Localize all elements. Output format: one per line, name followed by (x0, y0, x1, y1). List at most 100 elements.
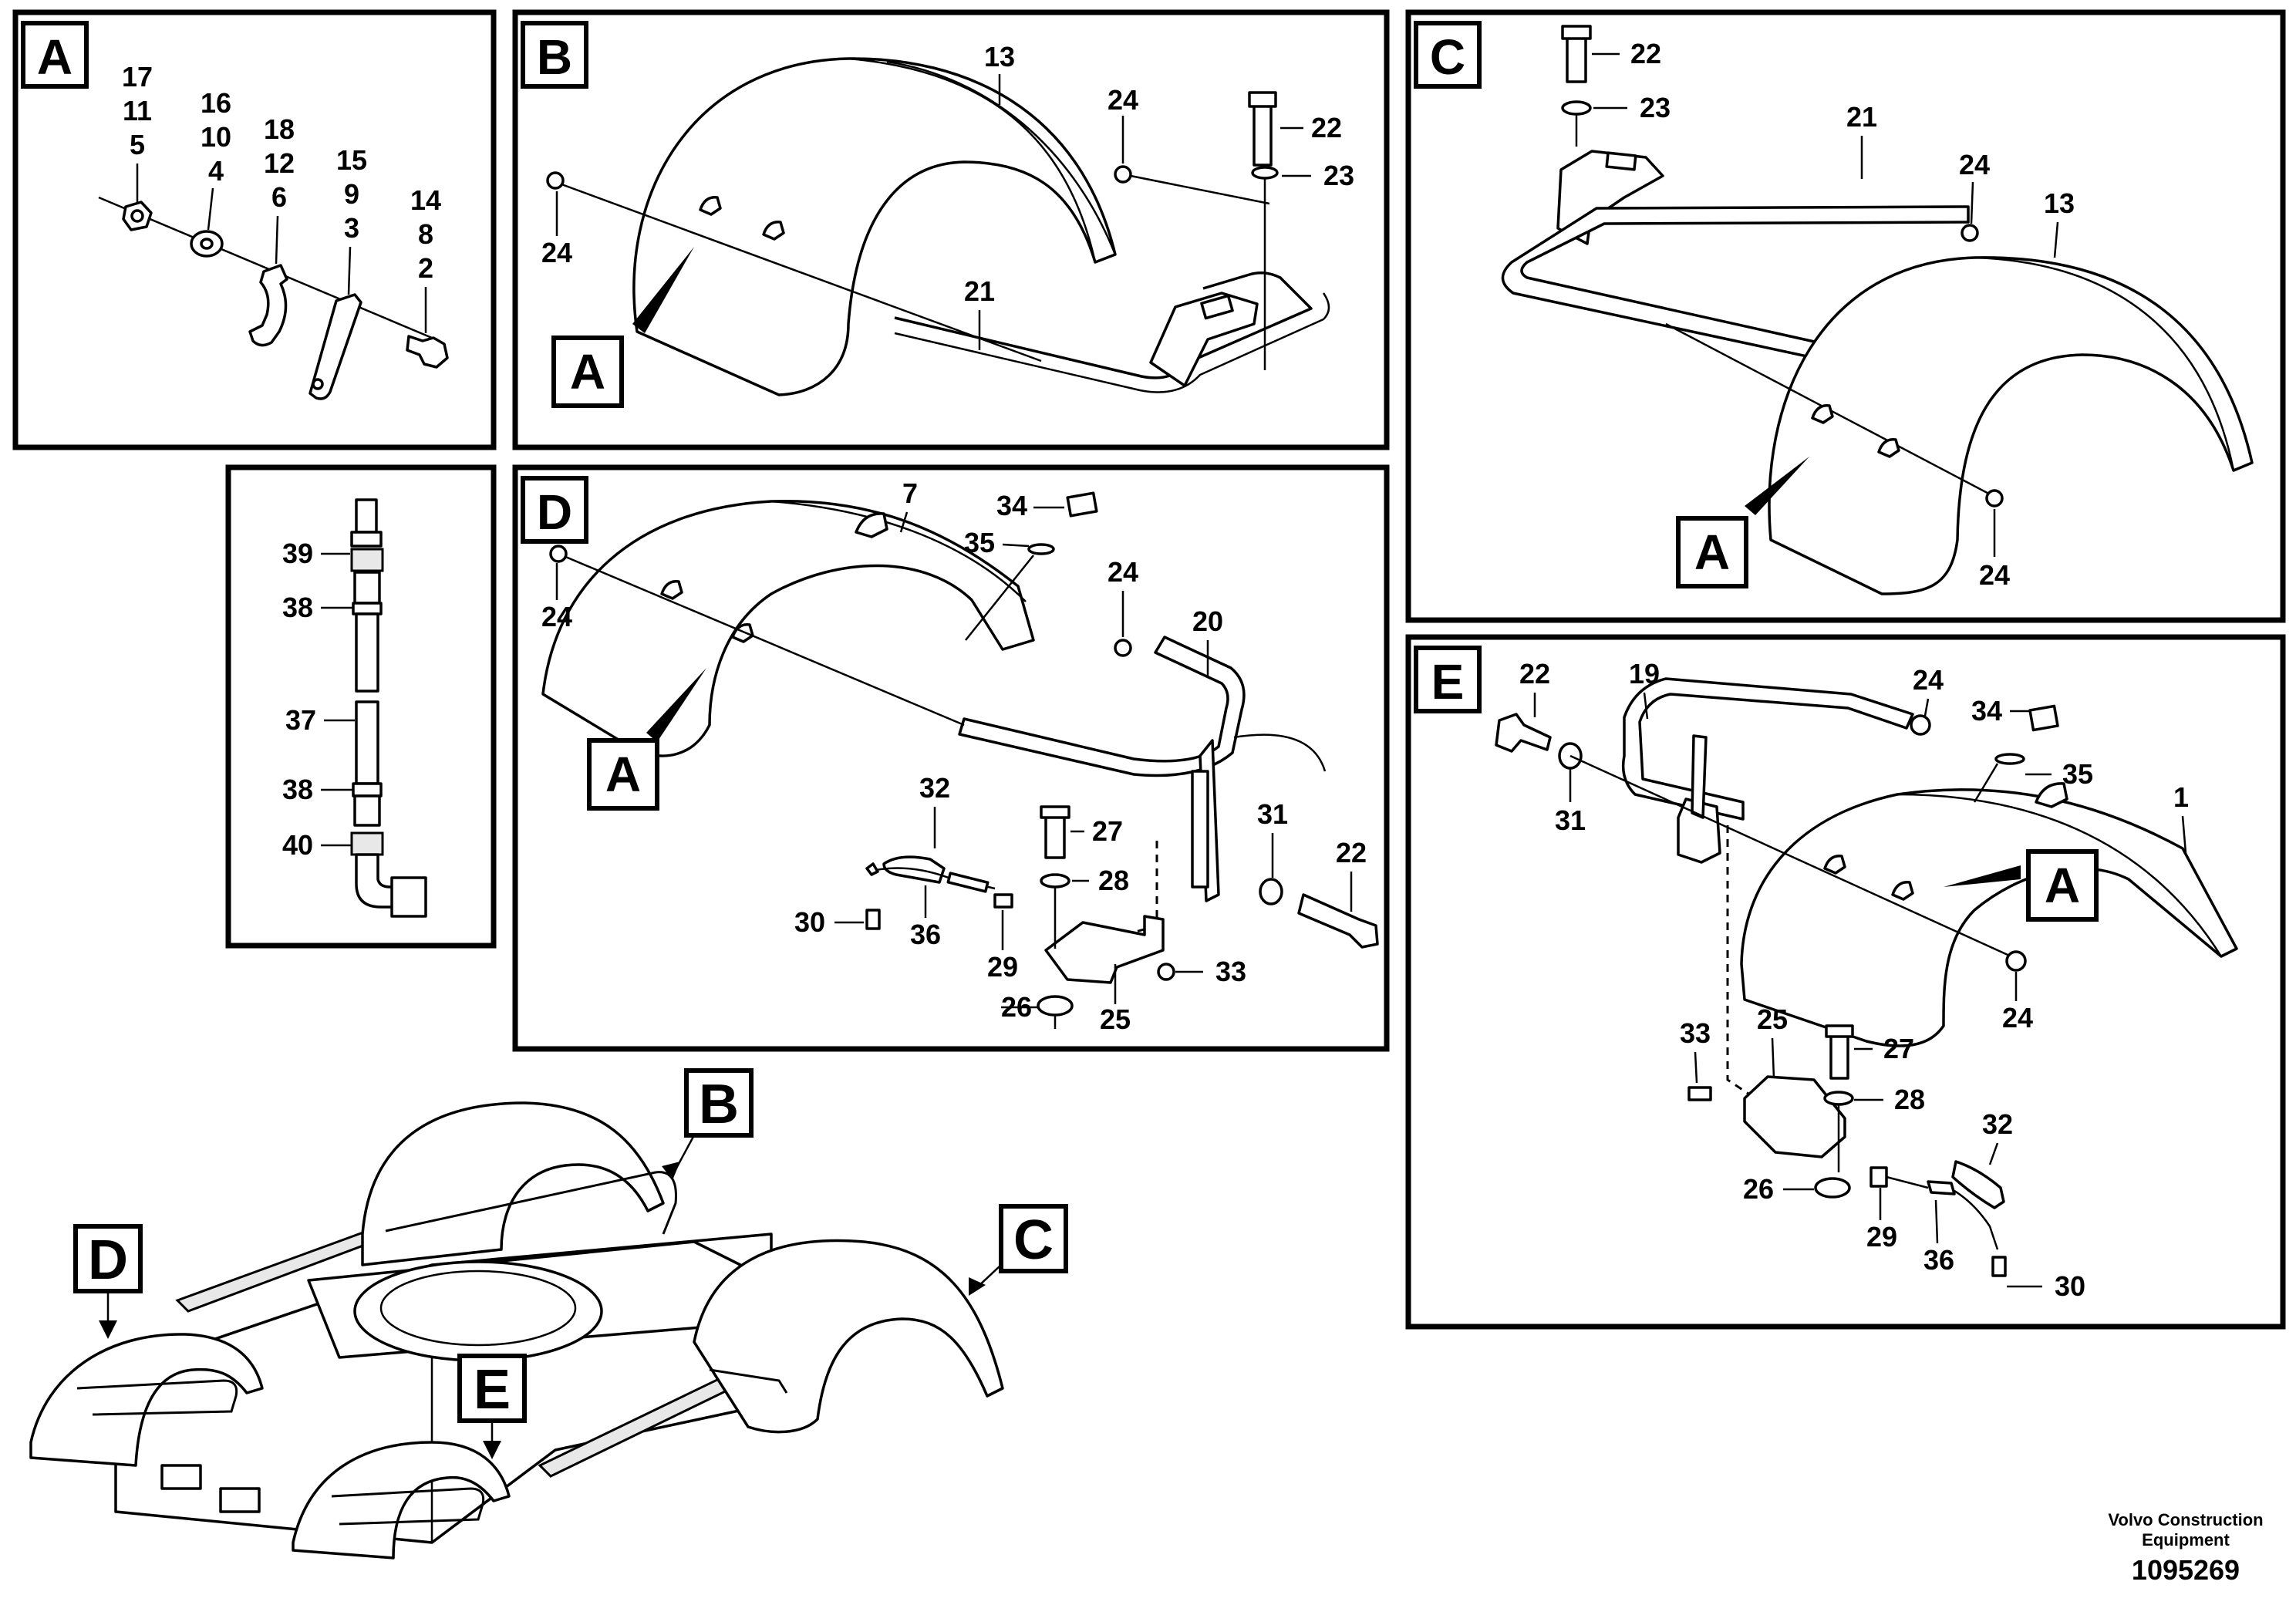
callout: 24 (1913, 664, 1944, 696)
callout: 40 (282, 829, 313, 861)
callout: 24 (2002, 1002, 2033, 1034)
callout: 34 (996, 490, 1027, 521)
panel-hose: 39 38 37 38 40 (225, 464, 497, 949)
callout: 6 (271, 181, 287, 213)
callout: 12 (264, 147, 295, 179)
callout: 1 (2173, 781, 2189, 813)
callout: 32 (1982, 1108, 2013, 1140)
callout: 37 (285, 704, 316, 736)
callout: 21 (1846, 101, 1877, 133)
callout: 24 (541, 601, 572, 632)
callout: 3 (344, 212, 359, 244)
callout: 19 (1629, 658, 1660, 690)
callout: 21 (964, 275, 995, 307)
support-tube (1501, 205, 1970, 379)
overview-label-d: D (88, 1229, 128, 1291)
callout: 32 (919, 772, 950, 804)
fender (1740, 788, 2238, 1047)
washer (1040, 873, 1070, 889)
fender-c (693, 1239, 1004, 1434)
callout: 25 (1757, 1003, 1788, 1035)
strap (308, 293, 362, 400)
bolt (1495, 713, 1552, 753)
callout: 23 (1640, 92, 1671, 123)
bolt (1044, 814, 1066, 859)
callout: 36 (910, 919, 941, 950)
hose-fitting (350, 548, 384, 572)
callout: 33 (1680, 1017, 1711, 1049)
bolt (2028, 704, 2059, 732)
callout: 2 (418, 252, 433, 284)
callout: 5 (130, 129, 145, 160)
clamp (248, 264, 288, 347)
fender-d (29, 1333, 264, 1467)
callout: 24 (1979, 559, 2010, 591)
screw (406, 335, 449, 369)
pointer-a: A (570, 344, 605, 400)
washer (1561, 100, 1592, 116)
washer (1823, 1091, 1854, 1106)
panel-e: E A (1405, 634, 2286, 1330)
callout: 25 (1100, 1003, 1131, 1035)
fender (541, 499, 1035, 757)
overview-label-b: B (699, 1074, 739, 1135)
panel-c: C A 22 23 21 24 13 24 (1405, 9, 2286, 623)
callout: 22 (1519, 658, 1550, 690)
callout: 24 (541, 237, 572, 268)
panel-e-label: E (1431, 654, 1465, 710)
callout: 8 (418, 218, 433, 250)
callout: 13 (2044, 187, 2075, 219)
callout: 11 (123, 95, 152, 126)
callout: 22 (1336, 837, 1367, 868)
callout: 30 (794, 906, 825, 938)
callout: 31 (1257, 798, 1288, 830)
callout: 18 (264, 113, 295, 145)
bolt (1066, 491, 1098, 518)
panel-a-label: A (37, 29, 72, 85)
callout: 7 (902, 477, 918, 509)
panel-c-label: C (1430, 29, 1465, 85)
callout: 28 (1098, 865, 1129, 896)
callout: 10 (201, 121, 231, 153)
callout: 28 (1894, 1084, 1925, 1115)
callout: 29 (987, 951, 1018, 983)
washer (1259, 878, 1283, 905)
callout: 27 (1092, 815, 1123, 847)
pointer-a: A (2045, 858, 2080, 913)
callout: 30 (2055, 1270, 2085, 1302)
callout: 17 (122, 61, 153, 93)
drawing-number: 1095269 (2132, 1554, 2240, 1586)
bolt (1297, 893, 1379, 949)
fender-b (361, 1101, 665, 1266)
callout: 20 (1192, 605, 1223, 637)
callout: 35 (964, 527, 995, 558)
pointer-a: A (1694, 524, 1730, 580)
bolt (1566, 34, 1587, 83)
overview-label-c: C (1013, 1209, 1054, 1271)
washer (1037, 995, 1074, 1017)
callout: 35 (2062, 758, 2093, 790)
footer-company-line1: Volvo Construction (2108, 1510, 2263, 1529)
panel-b: B A 13 24 22 23 24 (512, 9, 1390, 450)
fender-e (292, 1441, 511, 1560)
bracket (1743, 1075, 1846, 1158)
callout: 22 (1630, 38, 1661, 69)
bolt (1829, 1034, 1849, 1080)
callout: 4 (208, 155, 224, 187)
footer-company-line2: Equipment (2142, 1530, 2230, 1549)
bracket (1044, 915, 1165, 984)
overview-machine: B C D E (29, 1068, 1068, 1560)
callout: 24 (1108, 84, 1138, 116)
washer (1814, 1177, 1851, 1199)
callout: 31 (1555, 804, 1586, 836)
callout: 24 (1959, 149, 1990, 180)
callout: 23 (1323, 160, 1354, 191)
washer (1251, 166, 1279, 180)
callout: 14 (410, 184, 441, 216)
callout: 38 (282, 774, 313, 805)
panel-d-label: D (537, 484, 572, 540)
callout: 38 (282, 592, 313, 623)
panel-d: D A (512, 464, 1390, 1052)
callout: 33 (1215, 956, 1246, 987)
